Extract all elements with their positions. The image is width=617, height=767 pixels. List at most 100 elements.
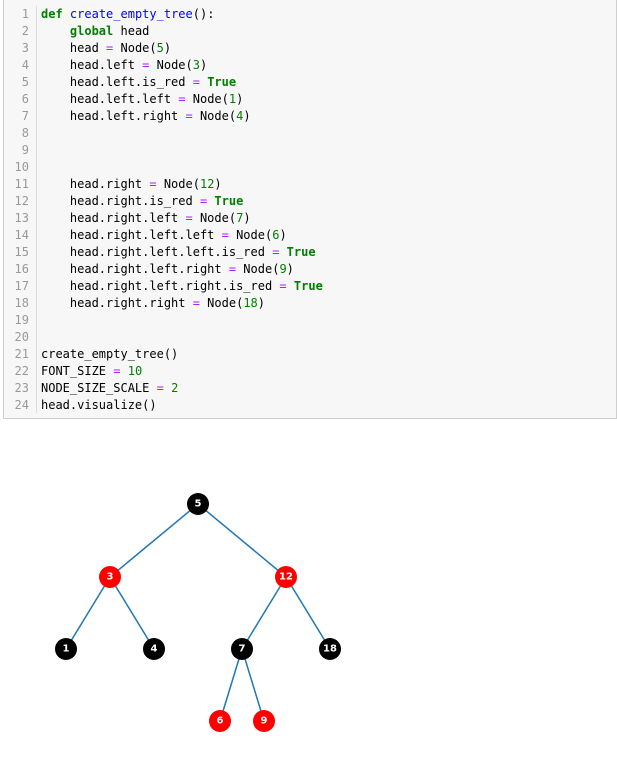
code-token: 2 [171, 381, 179, 395]
code-token: ) [236, 92, 244, 106]
code-line[interactable]: 1 def create_empty_tree(): [4, 6, 604, 23]
code-line[interactable]: 14 head.right.left.left = Node(6) [4, 227, 604, 244]
tree-node-label: 18 [323, 644, 337, 655]
code-token: head [113, 24, 150, 38]
tree-edge-12-7 [241, 576, 287, 650]
code-text: head.right.right = Node(18) [41, 295, 265, 312]
code-text: head.left.is_red = True [41, 74, 236, 91]
code-text: FONT_SIZE = 10 [41, 363, 142, 380]
code-token: = [279, 279, 287, 293]
code-token [41, 24, 70, 38]
code-token: head.left.left [41, 92, 179, 106]
code-token [63, 7, 70, 21]
code-line[interactable]: 17 head.right.left.right.is_red = True [4, 278, 604, 295]
code-token: = [272, 245, 280, 259]
code-line[interactable]: 22 FONT_SIZE = 10 [4, 363, 604, 380]
code-line[interactable]: 18 head.right.right = Node(18) [4, 295, 604, 312]
tree-node-9 [253, 710, 275, 732]
code-token: = [178, 92, 186, 106]
code-token: 7 [236, 211, 244, 225]
code-token: ) [163, 41, 172, 55]
code-token: Node( [228, 228, 273, 242]
code-line[interactable]: 6 head.left.left = Node(1) [4, 91, 604, 108]
line-number: 19 [14, 313, 29, 327]
code-token: create_empty_tree [69, 7, 193, 21]
code-token: Node( [236, 262, 280, 276]
code-token: FONT_SIZE [41, 364, 114, 378]
code-line[interactable]: 20 [4, 329, 604, 346]
tree-edge-3-4 [109, 576, 155, 650]
code-line[interactable]: 3 head = Node(5) [4, 40, 604, 57]
code-token: Node( [149, 58, 193, 72]
line-number: 22 [14, 364, 29, 378]
line-number: 13 [14, 211, 29, 225]
code-token: True [293, 279, 323, 293]
code-token: ) [279, 228, 287, 242]
code-token: def [41, 7, 63, 21]
line-number: 12 [14, 194, 29, 208]
code-line[interactable]: 2 global head [4, 23, 604, 40]
tree-node-4 [143, 638, 165, 660]
code-token: 4 [236, 109, 244, 123]
code-token: Node( [185, 92, 229, 106]
code-token: head.left.is_red [41, 75, 193, 89]
code-line[interactable]: 9 [4, 142, 604, 159]
code-token: = [149, 177, 157, 191]
line-number: 8 [21, 126, 29, 140]
code-line[interactable]: 19 [4, 312, 604, 329]
code-line[interactable]: 13 head.right.left = Node(7) [4, 210, 604, 227]
tree-node-label: 4 [151, 644, 158, 655]
code-token: head.visualize() [41, 398, 157, 412]
line-number: 15 [14, 245, 29, 259]
code-text: head.right.left.right = Node(9) [41, 261, 294, 278]
tree-node-18 [319, 638, 341, 660]
code-line[interactable]: 16 head.right.left.right = Node(9) [4, 261, 604, 278]
code-text: head.right.left = Node(7) [41, 210, 251, 227]
code-token: head.right [41, 177, 150, 191]
code-text: create_empty_tree() [41, 346, 178, 363]
code-token: 9 [279, 262, 287, 276]
code-token: 5 [156, 41, 164, 55]
tree-edge-7-9 [241, 648, 265, 722]
code-line[interactable]: 5 head.left.is_red = True [4, 74, 604, 91]
code-token: = [106, 41, 114, 55]
tree-node-7 [231, 638, 253, 660]
code-text: def create_empty_tree(): [41, 6, 214, 23]
code-token: 12 [199, 177, 215, 191]
code-text: head.right.is_red = True [41, 193, 243, 210]
line-number: 17 [14, 279, 29, 293]
code-token: True [207, 75, 237, 89]
code-line[interactable]: 4 head.left = Node(3) [4, 57, 604, 74]
tree-node-5 [187, 493, 209, 515]
code-token [287, 279, 294, 293]
code-token: = [199, 194, 208, 208]
code-line[interactable]: 11 head.right = Node(12) [4, 176, 604, 193]
code-line[interactable]: 12 head.right.is_red = True [4, 193, 604, 210]
line-number: 1 [21, 7, 29, 21]
code-line[interactable]: 10 [4, 159, 604, 176]
tree-node-6 [209, 710, 231, 732]
code-line[interactable]: 8 [4, 125, 604, 142]
line-number: 18 [14, 296, 29, 310]
code-token: ) [257, 296, 265, 310]
code-token: ) [243, 109, 251, 123]
code-token: head.right.right [41, 296, 193, 310]
line-number: 7 [21, 109, 29, 123]
code-token: global [69, 24, 114, 38]
code-text: head.right.left.left.is_red = True [41, 244, 316, 261]
code-token: True [214, 194, 244, 208]
code-line[interactable]: 7 head.left.right = Node(4) [4, 108, 604, 125]
code-token [120, 364, 127, 378]
line-number: 9 [21, 143, 29, 157]
code-text: head.right = Node(12) [41, 176, 222, 193]
tree-node-1 [55, 638, 77, 660]
code-line[interactable]: 15 head.right.left.left.is_red = True [4, 244, 604, 261]
code-token: head.right.is_red [41, 194, 200, 208]
tree-edge-5-3 [109, 503, 199, 578]
code-token: head.right.left.left [41, 228, 222, 242]
